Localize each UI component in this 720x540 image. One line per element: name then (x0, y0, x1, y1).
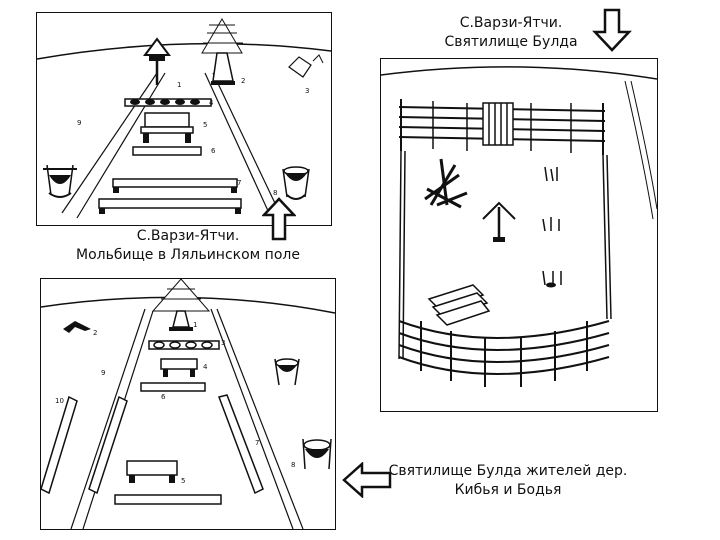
label3-6: 6 (161, 393, 166, 401)
label3-9: 9 (101, 369, 105, 377)
arrow-left-icon (342, 462, 392, 498)
label-9: 9 (77, 119, 81, 127)
caption-bulda: С.Варзи-Ятчи. Святилище Булда (426, 14, 596, 52)
spruce-tree-icon-2 (151, 279, 211, 331)
front-bench-icon (114, 494, 222, 505)
logs-icon (427, 284, 491, 326)
label3-8: 8 (291, 461, 295, 469)
bulda-svg (381, 66, 657, 387)
caption-bulda-line1: С.Варзи-Ятчи. (459, 15, 563, 31)
long-bench-icon (112, 178, 238, 188)
caption-molbishche-line2: Мольбище в Ляльинском поле (76, 247, 300, 263)
label-2: 2 (241, 77, 245, 85)
caption-bulda-kibya-line1: Святилище Булда жителей дер. (388, 463, 628, 479)
cauldron-right-icon (282, 166, 310, 200)
label3-5: 5 (181, 477, 185, 485)
label3-3: 3 (221, 339, 225, 347)
sacrifice-marks (542, 166, 562, 288)
table-icon-2 (160, 358, 198, 370)
label-1: 1 (177, 81, 181, 89)
long-bench-front-icon (98, 198, 242, 209)
label-4: 4 (209, 99, 214, 107)
caption-bulda-line2: Святилище Булда (444, 34, 578, 50)
tent-icon-2 (63, 321, 91, 333)
label3-7: 7 (255, 439, 259, 447)
label-6: 6 (211, 147, 216, 155)
bench-icon-2 (140, 382, 206, 392)
bulda-drawing (380, 58, 658, 412)
side-bench-right (218, 394, 264, 495)
woodpile-icon (424, 158, 468, 209)
shrine-icon (143, 37, 171, 85)
bowls-row (124, 98, 212, 107)
cauldron-icon-3 (302, 438, 332, 470)
bulda-kibya-svg: 1 2 3 4 5 6 7 8 9 10 (41, 279, 335, 529)
label-3: 3 (305, 87, 309, 95)
cauldron-icon-2 (274, 358, 300, 386)
label-5: 5 (203, 121, 207, 129)
label-7: 7 (237, 179, 241, 187)
fence-top (398, 99, 606, 155)
shrine-icon-2 (482, 201, 516, 242)
label-8: 8 (273, 189, 277, 197)
cauldron-left-icon (43, 164, 77, 198)
mol-bishche-svg: 1 2 3 4 5 6 7 8 9 (37, 18, 331, 219)
mol-bishche-drawing: 1 2 3 4 5 6 7 8 9 (36, 12, 332, 226)
bench-icon (132, 146, 202, 156)
arrow-up-icon (262, 197, 296, 241)
table-icon (140, 112, 194, 143)
arrow-down-icon (592, 8, 632, 52)
fence-bottom (398, 320, 610, 387)
caption-molbishche-line1: С.Варзи-Ятчи. (136, 228, 240, 244)
caption-bulda-kibya: Святилище Булда жителей дер. Кибья и Бод… (376, 462, 640, 500)
tent-icon (288, 54, 324, 78)
side-bench-far-left (41, 395, 78, 495)
bowls-row-2 (148, 340, 220, 350)
caption-bulda-kibya-line2: Кибья и Бодья (454, 482, 562, 498)
caption-molbishche: С.Варзи-Ятчи. Мольбище в Ляльинском поле (62, 227, 314, 265)
side-bench-left (88, 395, 128, 495)
label3-4: 4 (203, 363, 208, 371)
table-icon-3 (126, 460, 178, 476)
spruce-tree-icon (201, 18, 243, 85)
label3-1: 1 (193, 321, 197, 329)
bulda-kibya-drawing: 1 2 3 4 5 6 7 8 9 10 (40, 278, 336, 530)
label3-2: 2 (93, 329, 97, 337)
label3-10: 10 (55, 397, 64, 405)
